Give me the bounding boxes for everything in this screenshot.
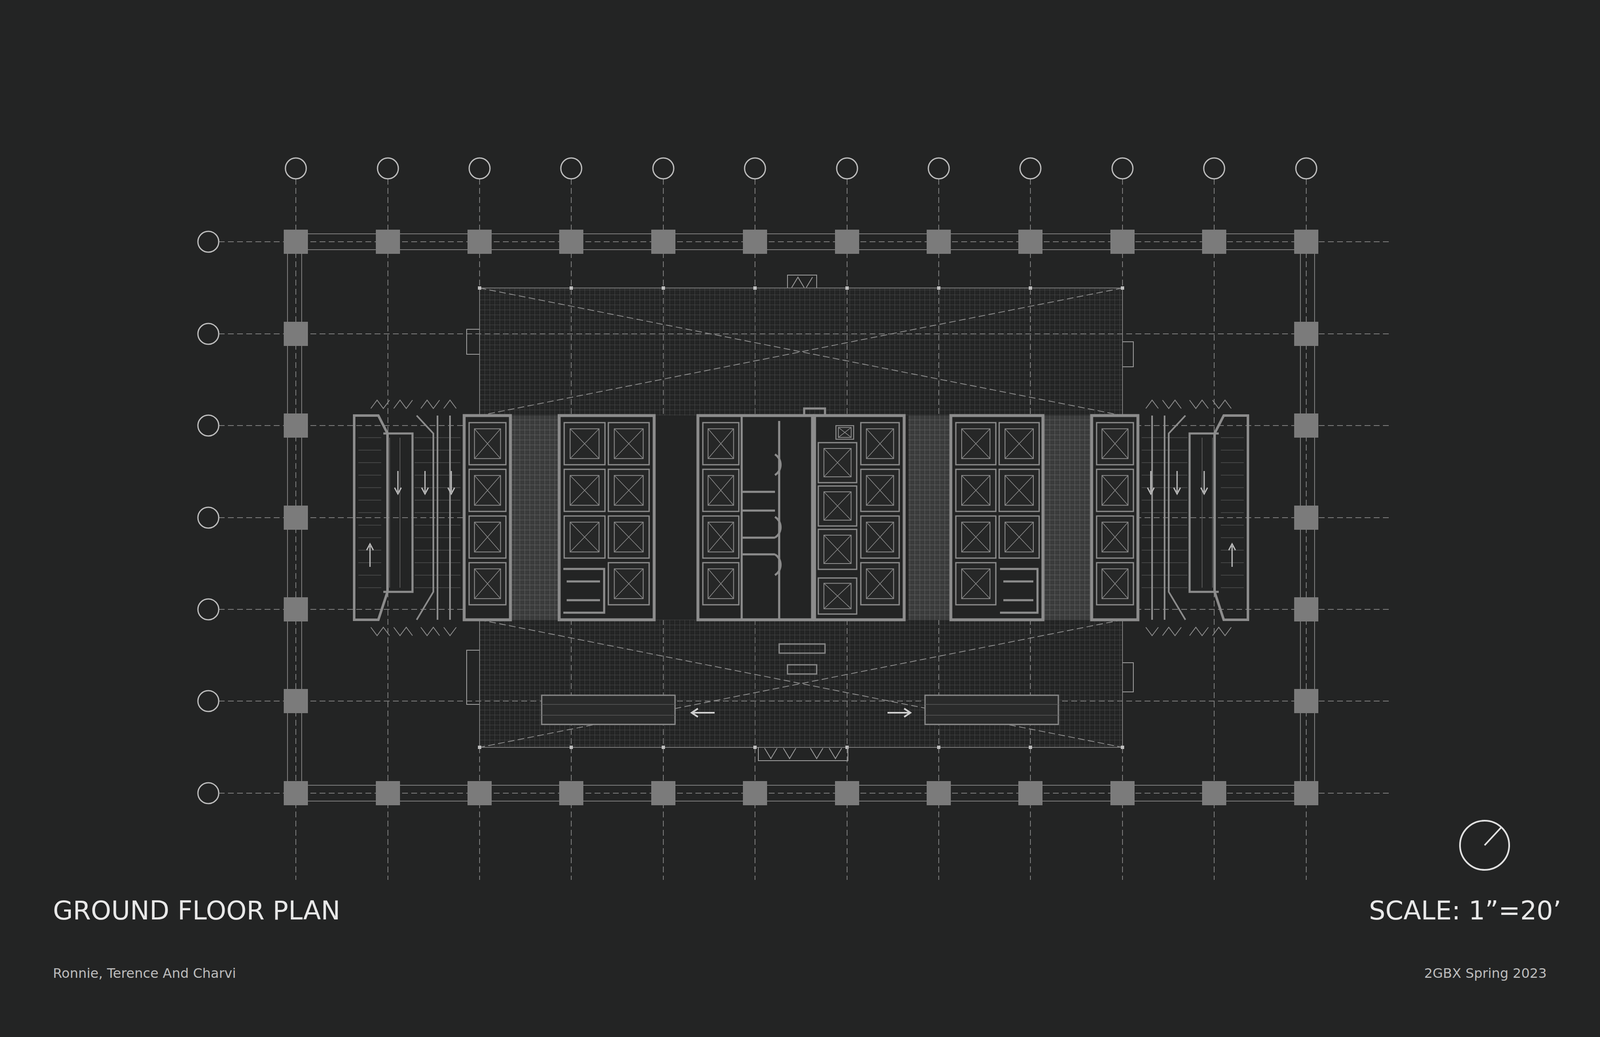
plan-title: GROUND FLOOR PLAN — [52, 895, 341, 926]
author-credit: Ronnie, Terence And Charvi — [52, 965, 236, 981]
course-note: 2GBX Spring 2023 — [1424, 965, 1547, 981]
scale-note: SCALE: 1”=20’ — [1369, 895, 1562, 926]
